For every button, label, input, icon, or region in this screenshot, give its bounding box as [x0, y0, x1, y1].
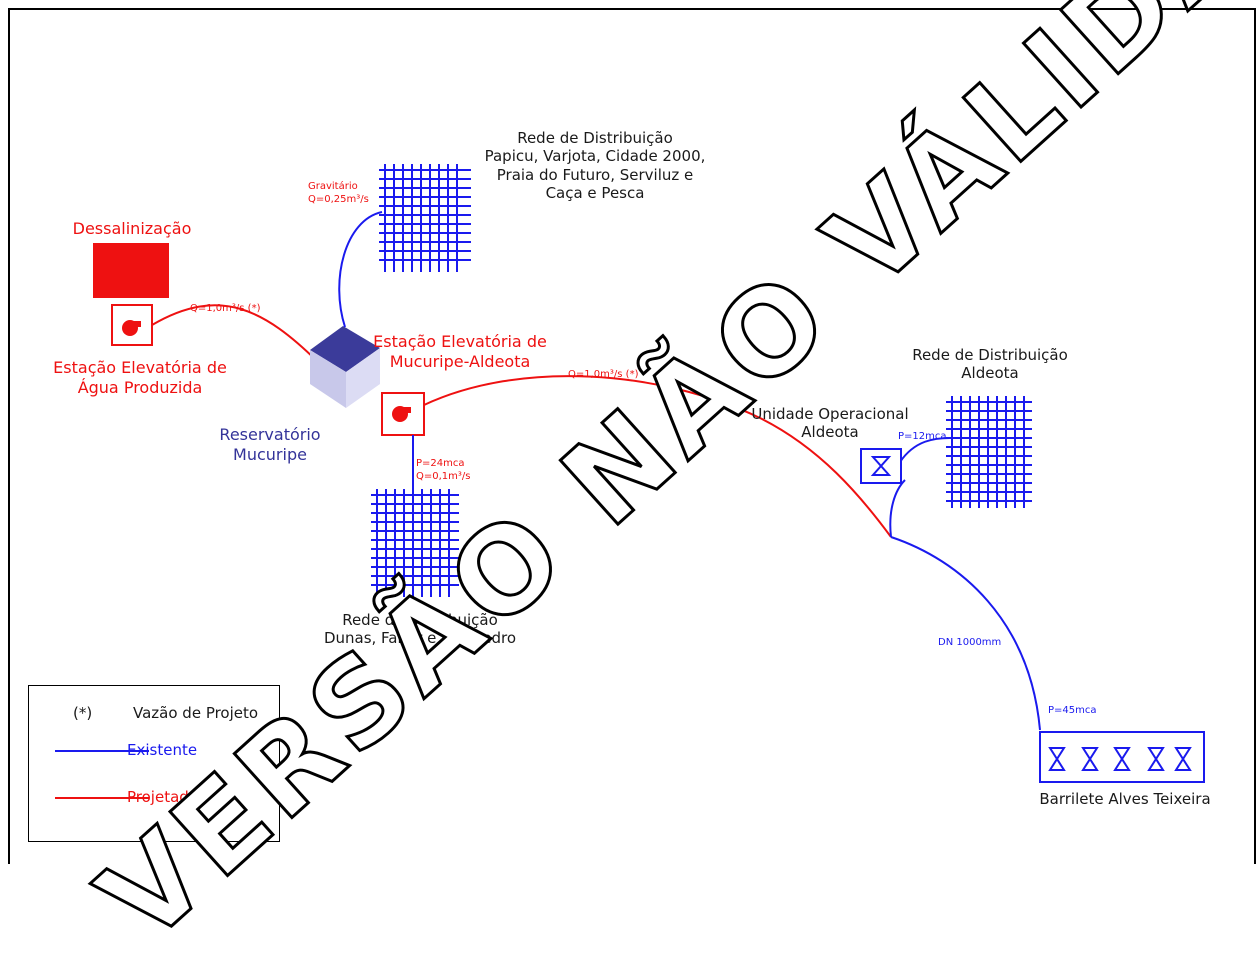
pump-icon [122, 320, 141, 336]
legend-row-existente: Existente [29, 739, 279, 763]
barrilete-hourglass-icons [1048, 747, 1192, 771]
pipe-gravitario [338, 211, 383, 328]
rede-papicu-grid [379, 164, 471, 272]
dn-main-label: DN 1000mm [938, 637, 1002, 648]
legend-box: (*) Vazão de Projeto Existente Projetado [28, 685, 280, 842]
hourglass-icon [1147, 747, 1165, 771]
rede-dunas-label: Rede de Distribuição Dunas, Fanor e São … [323, 611, 517, 648]
legend-projetado-line [55, 797, 149, 799]
hourglass-icon [1048, 747, 1066, 771]
pipe-dessal-reservatorio [151, 304, 319, 363]
unidade-operacional-label: Unidade Operacional Aldeota [751, 405, 909, 442]
legend-row-projetado: Projetado [29, 786, 279, 810]
flow-gravitario-label: Gravitário Q=0,25m³/s [308, 181, 369, 205]
pressure-barrilete-label: P=45mca [1048, 705, 1097, 716]
pipe-unidade-aldeota [899, 437, 951, 463]
legend-note-symbol: (*) [73, 704, 93, 722]
hourglass-icon [1081, 747, 1099, 771]
ee-agua-produzida-label: Estação Elevatória de Água Produzida [53, 358, 227, 397]
rede-papicu-label: Rede de Distribuição Papicu, Varjota, Ci… [484, 129, 706, 202]
barrilete-label: Barrilete Alves Teixeira [1039, 790, 1211, 808]
pump-icon [392, 406, 411, 422]
reservatorio-label: Reservatório Mucuripe [219, 425, 321, 464]
flow-main-label: Q=1,0m³/s (*) [568, 369, 639, 380]
flow-dunas-label: P=24mca Q=0,1m³/s [416, 458, 471, 482]
scheme-drawing [93, 164, 1205, 783]
hourglass-icon [1113, 747, 1131, 771]
hourglass-icon [870, 456, 892, 476]
diagram-frame [8, 8, 1256, 864]
dessalinizacao-block [93, 243, 169, 298]
pipe-junction-unidade [889, 479, 906, 538]
reservatorio-cube [310, 326, 380, 408]
legend-existente-text: Existente [127, 741, 198, 759]
pressure-aldeota-label: P=12mca [898, 431, 947, 442]
pipe-dn1000 [890, 536, 1041, 731]
pipe-main-projetado [423, 375, 892, 538]
legend-row-note: (*) Vazão de Projeto [29, 702, 279, 726]
flow-dessal-label: Q=1,0m³/s (*) [190, 303, 261, 314]
ee-mucuripe-aldeota-label: Estação Elevatória de Mucuripe-Aldeota [373, 332, 547, 371]
legend-projetado-text: Projetado [127, 788, 198, 806]
hourglass-icon [1174, 747, 1192, 771]
legend-note-text: Vazão de Projeto [133, 704, 259, 722]
legend-existente-line [55, 750, 149, 752]
rede-dunas-grid [371, 489, 459, 597]
rede-aldeota-label: Rede de Distribuição Aldeota [912, 346, 1068, 383]
rede-aldeota-grid [946, 396, 1032, 508]
dessalinizacao-label: Dessalinização [72, 219, 192, 238]
barrilete-box [1039, 731, 1205, 783]
